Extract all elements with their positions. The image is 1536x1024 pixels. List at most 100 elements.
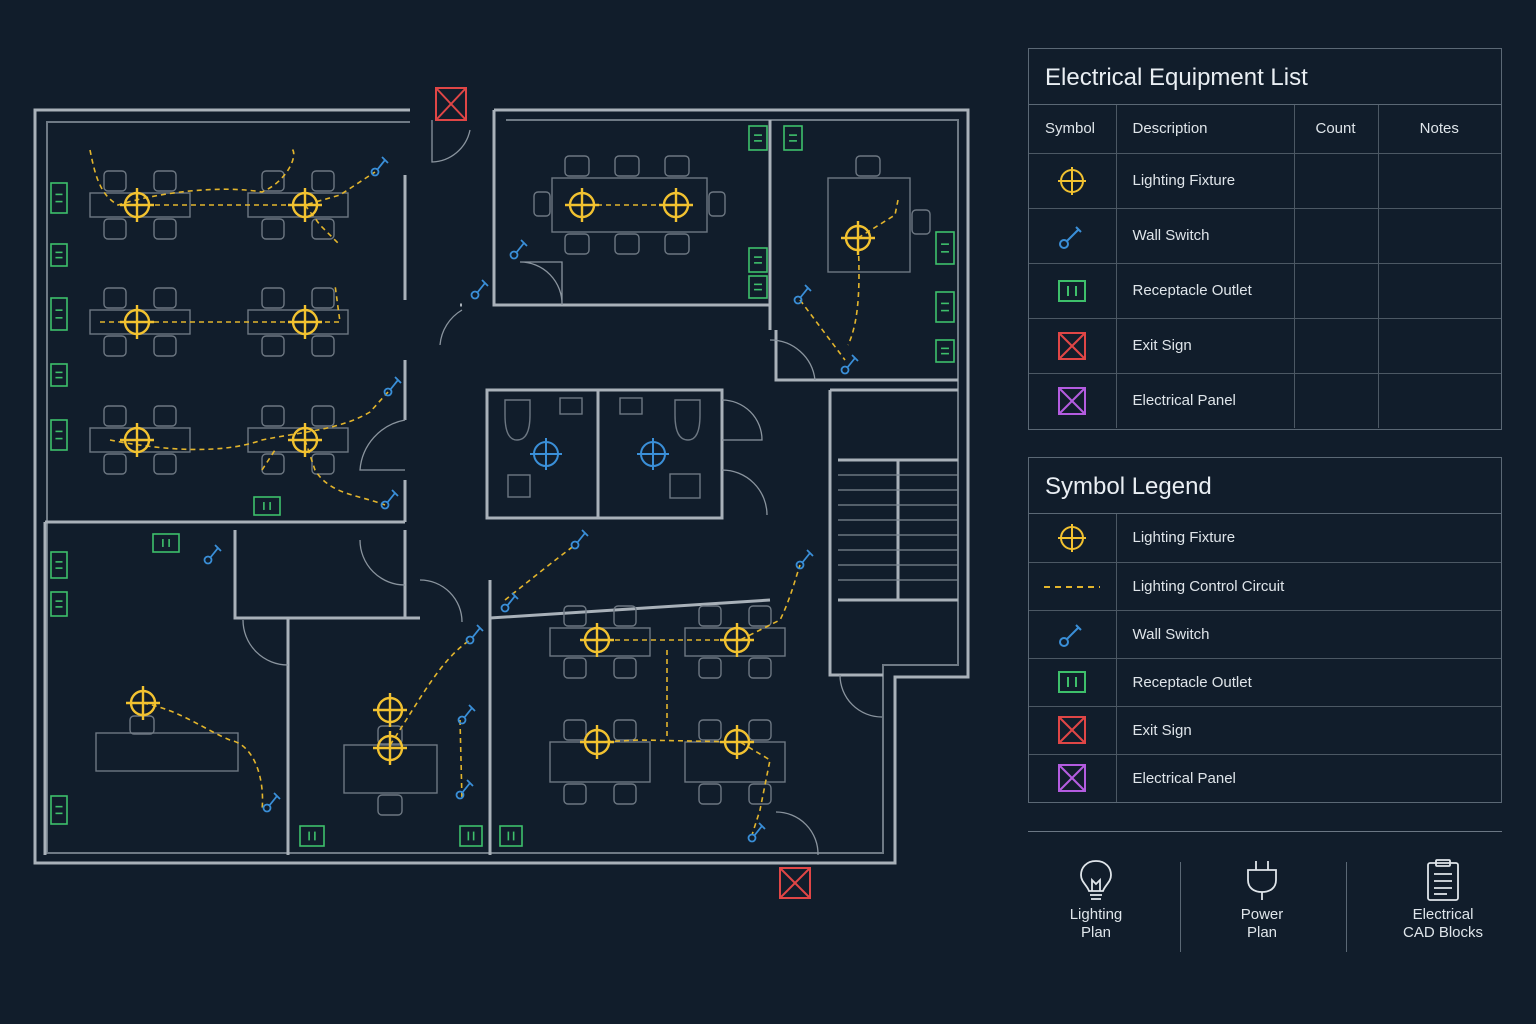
receptacle-outlet[interactable] xyxy=(50,243,68,267)
legend-row: Receptacle Outlet xyxy=(1029,657,1501,706)
lighting-fixture[interactable] xyxy=(580,725,614,759)
wall-switch[interactable] xyxy=(465,624,484,645)
receptacle-outlet[interactable] xyxy=(50,363,68,387)
lighting-fixture[interactable] xyxy=(288,305,322,339)
lighting-fixture[interactable] xyxy=(841,221,875,255)
wall-switch[interactable] xyxy=(840,354,859,375)
receptacle-outlet[interactable] xyxy=(50,795,68,825)
receptacle-outlet[interactable] xyxy=(253,496,281,516)
table-row[interactable]: Electrical Panel xyxy=(1029,372,1501,428)
electrical-panel-icon xyxy=(1029,753,1116,802)
lighting-fixture[interactable] xyxy=(580,623,614,657)
wall-switches xyxy=(203,156,859,843)
notes-cell[interactable] xyxy=(1377,317,1501,373)
count-cell[interactable] xyxy=(1293,262,1378,318)
lighting-fixture[interactable] xyxy=(126,686,160,720)
wall-switch[interactable] xyxy=(455,779,474,800)
wall-switch[interactable] xyxy=(380,489,399,510)
count-cell[interactable] xyxy=(1293,317,1378,373)
lighting-fixture[interactable] xyxy=(720,623,754,657)
notes-cell[interactable] xyxy=(1377,372,1501,428)
legend-label: Exit Sign xyxy=(1115,705,1501,754)
receptacle-outlet[interactable] xyxy=(459,825,483,847)
power-plan-button[interactable]: Power Plan xyxy=(1206,858,1318,954)
receptacle-outlet[interactable] xyxy=(935,339,955,363)
lighting-fixture[interactable] xyxy=(373,693,407,727)
legend-row: Exit Sign xyxy=(1029,705,1501,754)
lighting-fixture-icon xyxy=(1029,514,1116,562)
receptacle-outlet[interactable] xyxy=(50,591,68,617)
table-row[interactable]: Exit Sign xyxy=(1029,317,1501,373)
legend-row: Electrical Panel xyxy=(1029,753,1501,802)
receptacle-outlet-icon xyxy=(1029,262,1116,318)
wall-switch[interactable] xyxy=(795,549,814,570)
notes-cell[interactable] xyxy=(1377,152,1501,208)
column-header-description: Description xyxy=(1115,105,1294,153)
wall-switch[interactable] xyxy=(570,529,589,550)
table-row[interactable]: Receptacle Outlet xyxy=(1029,262,1501,318)
receptacle-outlet[interactable] xyxy=(935,291,955,323)
lighting-plan-button[interactable]: Lighting Plan xyxy=(1040,858,1152,954)
wall-switch[interactable] xyxy=(383,376,402,397)
lighting-fixture[interactable] xyxy=(120,188,154,222)
floor-plan[interactable] xyxy=(0,0,1010,1024)
office-desk xyxy=(827,155,931,273)
tools-divider xyxy=(1028,831,1502,832)
lighting-circuits xyxy=(89,147,899,836)
receptacle-outlet[interactable] xyxy=(299,825,325,847)
receptacle-outlet[interactable] xyxy=(935,231,955,265)
receptacle-outlet[interactable] xyxy=(50,419,68,451)
cad-blocks-label-line1: Electrical xyxy=(1412,906,1474,923)
door-swings xyxy=(242,120,883,856)
cad-blocks-label-line2: CAD Blocks xyxy=(1402,924,1484,941)
power-plan-label-line1: Power xyxy=(1240,906,1284,923)
power-plan-label-line2: Plan xyxy=(1246,924,1278,941)
legend-label: Receptacle Outlet xyxy=(1115,657,1501,706)
legend-table: Lighting Fixture Lighting Control Circui… xyxy=(1029,514,1501,802)
receptacle-outlet[interactable] xyxy=(50,182,68,214)
count-cell[interactable] xyxy=(1293,152,1378,208)
legend-label: Lighting Control Circuit xyxy=(1115,561,1501,610)
wall-switch-icon xyxy=(1029,207,1116,263)
wall-switch[interactable] xyxy=(370,156,389,177)
wall-switch[interactable] xyxy=(793,284,812,305)
lighting-fixture[interactable] xyxy=(120,423,154,457)
electrical-cad-blocks-button[interactable]: Electrical CAD Blocks xyxy=(1384,858,1502,954)
symbol-legend-title: Symbol Legend xyxy=(1029,458,1501,514)
receptacle-outlet[interactable] xyxy=(499,825,523,847)
receptacle-outlet[interactable] xyxy=(50,297,68,331)
lighting-fixture[interactable] xyxy=(120,305,154,339)
lighting-fixture-icon xyxy=(1029,152,1116,208)
table-row[interactable]: Lighting Fixture xyxy=(1029,152,1501,208)
lighting-fixture[interactable] xyxy=(288,423,322,457)
equipment-list-panel: Electrical Equipment List Symbol Descrip… xyxy=(1028,48,1502,430)
wall-switch[interactable] xyxy=(203,544,222,565)
receptacle-outlet[interactable] xyxy=(748,275,768,299)
receptacle-outlet[interactable] xyxy=(50,551,68,579)
notes-cell[interactable] xyxy=(1377,262,1501,318)
receptacle-outlet[interactable] xyxy=(152,533,180,553)
lighting-fixture[interactable] xyxy=(373,731,407,765)
lighting-fixture[interactable] xyxy=(659,188,693,222)
receptacle-outlet[interactable] xyxy=(748,247,768,273)
wall-switch[interactable] xyxy=(470,279,489,300)
wall-switch[interactable] xyxy=(747,822,766,843)
description-cell: Lighting Fixture xyxy=(1115,152,1294,208)
wall-switch[interactable] xyxy=(509,239,528,260)
receptacle-outlet[interactable] xyxy=(783,125,803,151)
count-cell[interactable] xyxy=(1293,207,1378,263)
lighting-fixtures xyxy=(120,188,875,765)
lighting-plan-label-line1: Lighting xyxy=(1069,906,1123,923)
wall-switch[interactable] xyxy=(457,704,476,725)
notes-cell[interactable] xyxy=(1377,207,1501,263)
receptacle-outlet[interactable] xyxy=(748,125,768,151)
table-row[interactable]: Wall Switch xyxy=(1029,207,1501,263)
equipment-list-title: Electrical Equipment List xyxy=(1029,49,1501,105)
lighting-fixture[interactable] xyxy=(720,725,754,759)
wall-switch[interactable] xyxy=(262,792,281,813)
lighting-fixture[interactable] xyxy=(565,188,599,222)
lighting-fixture[interactable] xyxy=(288,188,322,222)
description-cell: Electrical Panel xyxy=(1115,372,1294,428)
count-cell[interactable] xyxy=(1293,372,1378,428)
wall-switch[interactable] xyxy=(500,592,519,613)
